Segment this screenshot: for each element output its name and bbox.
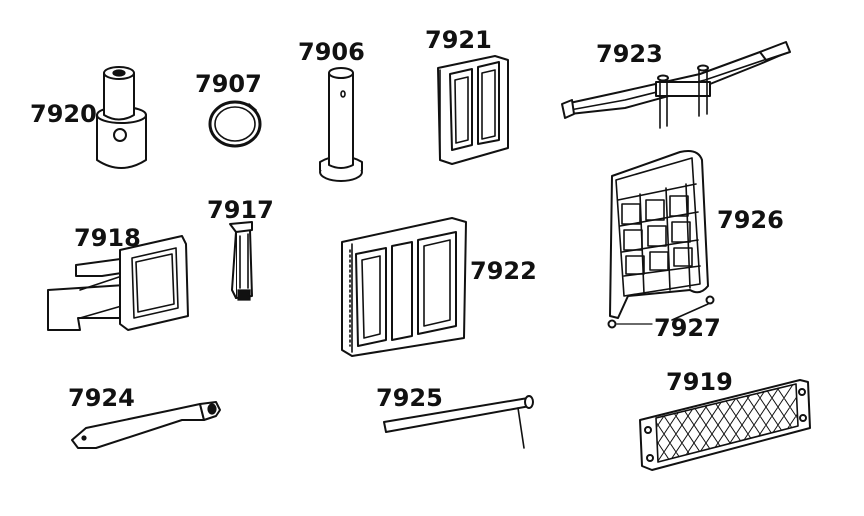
part-7925-rod xyxy=(383,395,534,449)
part-7924-flat-bar xyxy=(71,401,221,449)
part-7921-window-frame xyxy=(437,55,509,165)
part-7927-balls xyxy=(607,295,715,329)
label-7927: 7927 xyxy=(654,314,721,342)
part-7923-leaf-spring xyxy=(561,41,791,129)
label-7918: 7918 xyxy=(74,224,141,252)
label-7921: 7921 xyxy=(425,26,492,54)
label-7917: 7917 xyxy=(207,196,274,224)
label-7919: 7919 xyxy=(666,368,733,396)
label-7906: 7906 xyxy=(298,38,365,66)
label-7922: 7922 xyxy=(470,257,537,285)
label-7924: 7924 xyxy=(68,384,135,412)
part-7920-collar xyxy=(96,66,147,169)
label-7926: 7926 xyxy=(717,206,784,234)
label-7907: 7907 xyxy=(195,70,262,98)
label-7920: 7920 xyxy=(30,100,97,128)
part-7906-pin xyxy=(319,67,363,182)
part-7926-grille xyxy=(609,150,709,319)
part-7918-bracket xyxy=(47,235,189,331)
part-7922-window-frame xyxy=(341,217,467,357)
part-7919-mesh-panel xyxy=(639,379,811,471)
label-7925: 7925 xyxy=(376,384,443,412)
part-7917-post xyxy=(229,221,253,301)
part-7907-ring xyxy=(208,100,262,148)
label-7923: 7923 xyxy=(596,40,663,68)
